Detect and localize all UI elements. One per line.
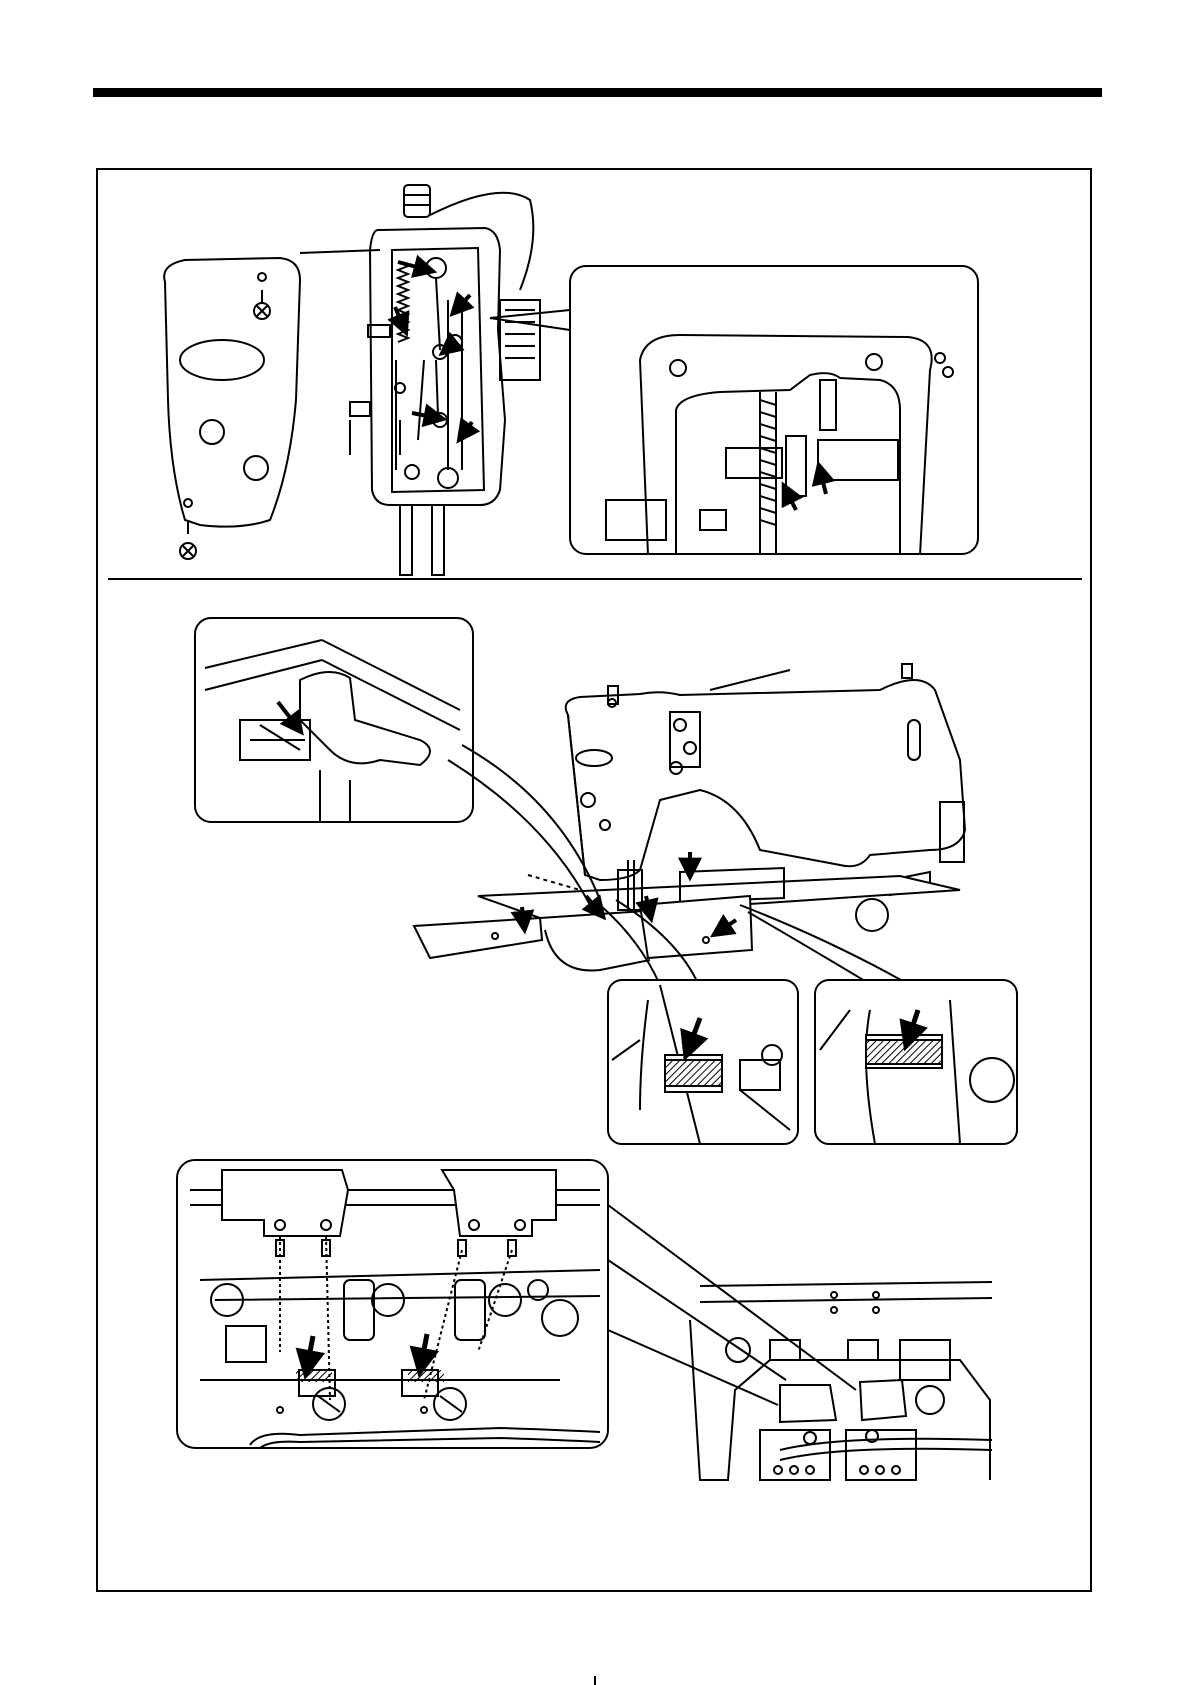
inset-hook-detail — [195, 618, 473, 822]
face-plate-cover — [164, 258, 300, 527]
inset-underside-detail — [177, 1160, 608, 1448]
inset-oil-hole-right — [815, 980, 1017, 1144]
sewing-machine — [414, 664, 965, 990]
machine-underside — [690, 1282, 992, 1480]
inset-oil-hole-left — [608, 980, 798, 1144]
screw-icon — [180, 520, 196, 559]
inset-face-detail — [570, 266, 978, 555]
page-edge-mark — [594, 1676, 596, 1685]
machine-head-face — [300, 185, 570, 575]
face-plate-section — [164, 185, 978, 575]
needle-plate-section — [195, 618, 1017, 1144]
feed-dog-section — [177, 1160, 992, 1480]
